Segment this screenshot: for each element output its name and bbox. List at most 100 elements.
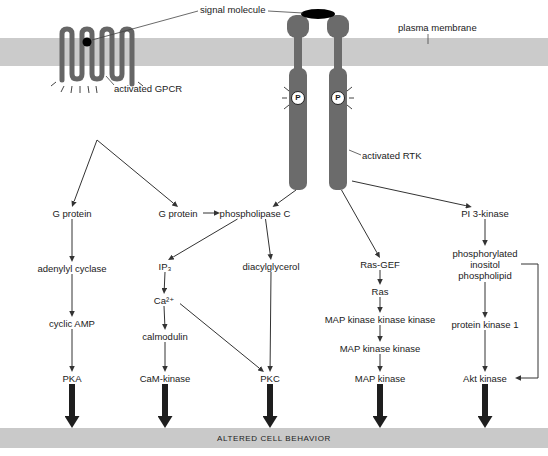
ray	[284, 105, 289, 109]
outcome-band: ALTERED CELL BEHAVIOR	[0, 428, 548, 448]
signal-arrow	[203, 213, 214, 214]
rtk-left	[287, 15, 309, 190]
signal-arrow	[74, 140, 97, 201]
pathway-step: protein kinase 1	[445, 318, 525, 330]
node-text: adenylyl cyclase	[37, 263, 106, 274]
node-text: calmodulin	[142, 331, 187, 342]
signal-arrow	[485, 330, 486, 366]
pathway-step: Ras	[365, 285, 395, 297]
receptor-node: activated GPCR	[62, 20, 132, 140]
phosphate-label: P	[295, 92, 300, 104]
node-text: MAP kinase kinase kinase	[325, 314, 436, 325]
pathway-step: MAP kinase kinase kinase	[324, 313, 436, 325]
rtk-tail	[289, 68, 307, 190]
pathway-step: G protein	[47, 207, 97, 219]
signal-arrow	[380, 270, 381, 279]
ray	[96, 86, 97, 93]
leader-line	[268, 11, 303, 13]
node-text: PKC	[260, 373, 280, 384]
node-text: PKA	[62, 373, 81, 384]
signal-arrow	[72, 219, 73, 256]
pathway-step: Akt kinase	[455, 372, 515, 384]
node-text: G protein	[158, 208, 197, 219]
signal-arrow	[521, 264, 538, 378]
node-text: phosphorylated inositol phospholipid	[449, 248, 521, 281]
gpcr-ligand	[83, 38, 92, 47]
rtk-transmembrane	[294, 36, 302, 70]
signal-arrow	[380, 297, 381, 307]
node-text: MAP kinase	[355, 373, 406, 384]
signal-arrow	[380, 325, 381, 336]
node-text: CaM-kinase	[140, 373, 191, 384]
signal-arrow	[380, 354, 381, 366]
node-text: MAP kinase kinase	[340, 343, 421, 354]
node-text: PI 3-kinase	[461, 208, 509, 219]
signal-arrow	[485, 282, 486, 312]
phosphate-circle: P	[331, 91, 345, 105]
signal-arrow	[180, 304, 259, 369]
leader-lines	[92, 11, 428, 155]
pathway-step: CaM-kinase	[135, 372, 195, 384]
pathway-step: phosphorylated inositol phospholipid	[449, 246, 521, 282]
phosphate-circle: P	[291, 91, 305, 105]
rtk-right	[327, 15, 349, 190]
pathway-step: Ca²⁺	[148, 294, 180, 306]
receptor-label: activated GPCR	[114, 83, 182, 94]
leader-line	[349, 150, 361, 155]
node-text: Ca²⁺	[154, 295, 174, 306]
signal-arrow	[342, 190, 378, 253]
signal-arrow	[164, 272, 166, 288]
rtk-head	[327, 15, 349, 38]
node-text: protein kinase 1	[451, 319, 518, 330]
leader-line	[106, 76, 114, 85]
rtk-ligand	[301, 9, 335, 19]
pathway-step: MAP kinase	[345, 372, 415, 384]
signal-arrow	[164, 306, 166, 324]
receptor-label: activated RTK	[362, 150, 422, 161]
pathway-step: adenylyl cyclase	[27, 262, 117, 274]
pathway-step: PKA	[57, 372, 87, 384]
node-text: Ras	[372, 286, 389, 297]
node-text: cyclic AMP	[49, 318, 95, 329]
pathway-step: cyclic AMP	[37, 317, 107, 329]
node-text: G protein	[52, 208, 91, 219]
outcome-arrow	[162, 384, 168, 416]
callout-label: signal molecule	[200, 4, 265, 15]
signal-arrow	[72, 329, 73, 366]
pathway-step: G protein	[153, 207, 203, 219]
rtk-transmembrane	[334, 36, 342, 70]
outcome-arrow	[267, 384, 273, 416]
ray	[349, 98, 354, 99]
pathway-step: diacylglycerol	[236, 260, 306, 272]
ray	[284, 87, 289, 91]
ray	[51, 82, 56, 86]
signal-arrow	[352, 181, 466, 206]
phospho-rays	[282, 87, 354, 109]
leader-line	[92, 11, 198, 40]
signal-arrow	[72, 274, 73, 311]
node-text: phospholipase C	[220, 208, 291, 219]
pathway-step: IP₃	[150, 260, 180, 272]
ray	[80, 86, 81, 93]
outcome-arrow	[482, 384, 488, 416]
callout-label: plasma membrane	[398, 22, 477, 33]
rtk-head	[287, 15, 309, 38]
pathway-step: calmodulin	[135, 330, 195, 342]
pathway-step: Ras-GEF	[350, 258, 410, 270]
outcome-arrow	[377, 384, 383, 416]
pathway-step: MAP kinase kinase	[340, 342, 420, 354]
ray	[71, 86, 72, 93]
pathway-step: phospholipase C	[220, 207, 290, 219]
signal-arrow	[270, 272, 272, 366]
ray	[61, 86, 64, 92]
node-text: ALTERED CELL BEHAVIOR	[217, 434, 331, 443]
rtk-tail	[329, 68, 347, 190]
signal-arrow	[277, 190, 296, 204]
signal-arrow	[97, 140, 173, 203]
signal-arrow	[173, 219, 237, 257]
node-text: IP₃	[159, 261, 172, 272]
phosphate-label: P	[335, 92, 340, 104]
